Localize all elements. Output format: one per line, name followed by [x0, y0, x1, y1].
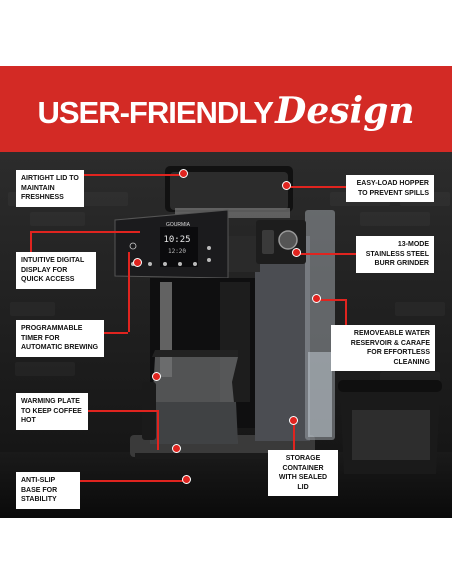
headline-script: Design	[275, 90, 415, 132]
panel-button	[148, 262, 152, 266]
callout-dot	[152, 372, 161, 381]
callout-line	[30, 231, 140, 233]
callout-line	[317, 299, 347, 301]
callout-dot	[292, 248, 301, 257]
callout-line	[287, 186, 347, 188]
callout-line	[80, 480, 185, 482]
callout-line	[157, 410, 159, 450]
label-reservoir: REMOVEABLE WATER RESERVOIR & CARAFE FOR …	[331, 325, 435, 371]
power-button	[129, 242, 137, 250]
coffee-maker-illustration: GOURMIA 10:25 12:20	[114, 166, 442, 474]
callout-dot	[289, 416, 298, 425]
callout-dot	[182, 475, 191, 484]
callout-dot	[172, 444, 181, 453]
label-anti-slip: ANTI-SLIP BASE FOR STABILITY	[16, 472, 80, 509]
callout-line	[87, 410, 157, 412]
label-storage: STORAGE CONTAINER WITH SEALED LID	[268, 450, 338, 496]
callout-line	[98, 332, 128, 334]
machine-body	[255, 236, 310, 441]
brand-text: GOURMIA	[166, 222, 191, 228]
headline: USER-FRIENDLYDesign	[0, 90, 452, 132]
callout-line	[296, 253, 356, 255]
callout-line	[293, 421, 295, 451]
callout-line	[80, 174, 180, 176]
label-hopper: EASY-LOAD HOPPER TO PREVENT SPILLS	[346, 175, 434, 202]
panel-button	[207, 258, 211, 262]
callout-dot	[282, 181, 291, 190]
label-airtight-lid: AIRTIGHT LID TO MAINTAIN FRESHNESS	[16, 170, 84, 207]
label-programmable-timer: PROGRAMMABLE TIMER FOR AUTOMATIC BREWING	[16, 320, 104, 357]
panel-button	[207, 246, 211, 250]
callout-line	[128, 252, 130, 332]
panel-button	[163, 262, 167, 266]
callout-dot	[312, 294, 321, 303]
callout-line	[30, 231, 32, 255]
callout-dot	[179, 169, 188, 178]
panel-button	[193, 262, 197, 266]
callout-line	[345, 299, 347, 334]
label-burr-grinder: 13-MODE STAINLESS STEEL BURR GRINDER	[356, 236, 434, 273]
panel-button	[178, 262, 182, 266]
headline-banner: USER-FRIENDLYDesign	[0, 66, 452, 152]
label-warming-plate: WARMING PLATE TO KEEP COFFEE HOT	[16, 393, 88, 430]
display-subtext: 12:20	[168, 248, 186, 255]
display-time: 10:25	[163, 235, 190, 245]
grinder-knob	[278, 230, 298, 250]
callout-dot	[133, 258, 142, 267]
headline-bold: USER-FRIENDLY	[37, 95, 274, 130]
label-digital-display: INTUITIVE DIGITAL DISPLAY FOR QUICK ACCE…	[16, 252, 96, 289]
